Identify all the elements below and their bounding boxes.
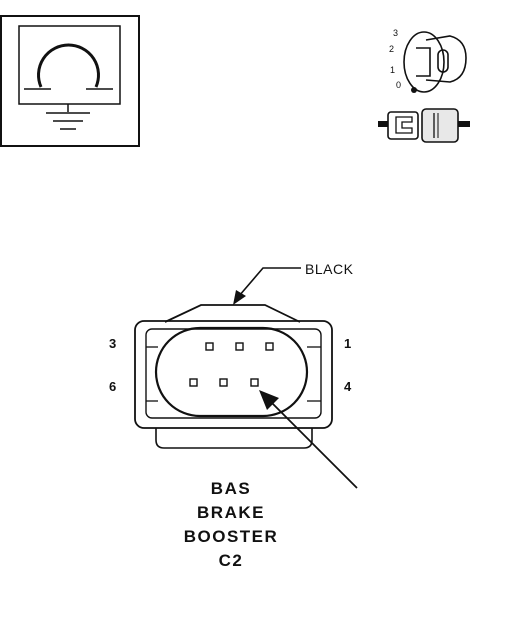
pin-label-1: 1: [344, 336, 351, 351]
ground-symbol-icon: [0, 15, 140, 147]
pin-cavity: [235, 342, 244, 351]
pin-cavity: [189, 378, 198, 387]
pin-cavities: [189, 342, 274, 387]
key-position-0: 0: [396, 80, 401, 90]
inline-connector-icon: [378, 108, 470, 143]
key-position-3: 3: [393, 28, 398, 38]
wire-color-label: BLACK: [305, 261, 354, 277]
title-line-3: BOOSTER: [184, 527, 279, 546]
ignition-key-icon: 3 2 1 0: [389, 28, 467, 93]
color-leader-line: [233, 267, 301, 305]
pin-cavity: [265, 342, 274, 351]
pointer-arrow: [259, 390, 358, 489]
pin-cavity: [205, 342, 214, 351]
connector-body: [134, 304, 333, 449]
title-line-2: BRAKE: [197, 503, 265, 522]
key-position-2: 2: [389, 44, 394, 54]
pin-cavity: [219, 378, 228, 387]
pin-label-3: 3: [109, 336, 116, 351]
pin-label-6: 6: [109, 379, 116, 394]
title-line-1: BAS: [211, 479, 251, 498]
pin-cavity: [250, 378, 259, 387]
pin-label-4: 4: [344, 379, 352, 394]
key-position-1: 1: [390, 65, 395, 75]
connector-title: BAS BRAKE BOOSTER C2: [184, 479, 279, 570]
title-line-4: C2: [219, 551, 244, 570]
